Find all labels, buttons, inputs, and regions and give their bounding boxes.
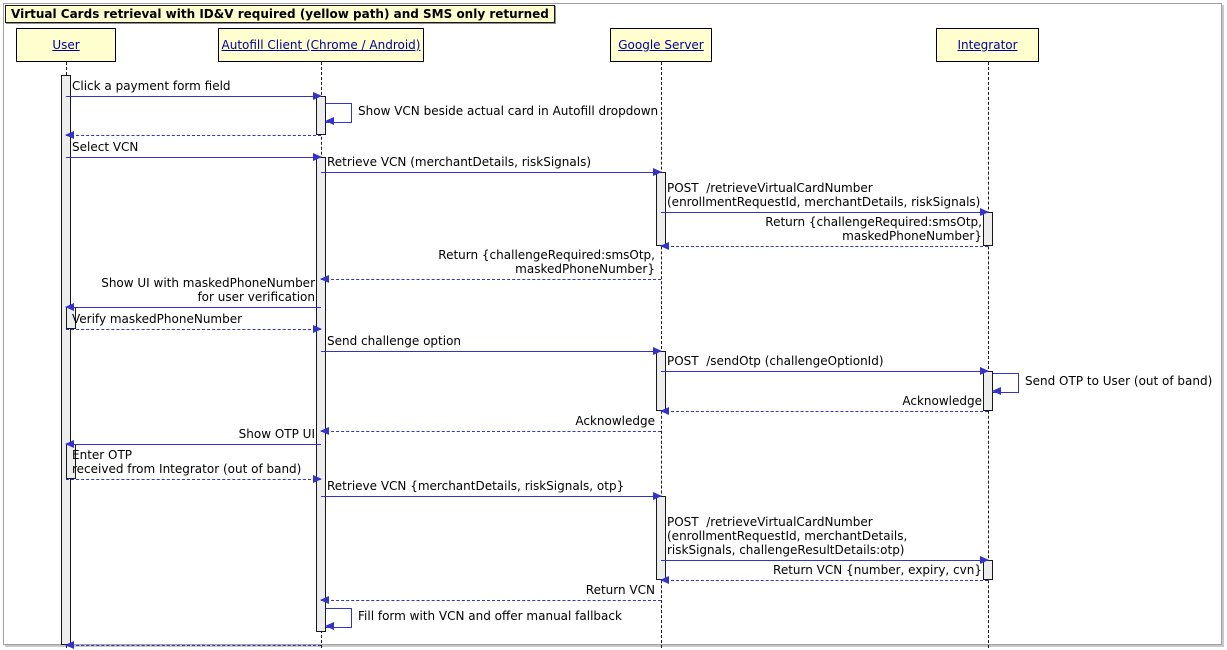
arrowhead-left-icon [660, 407, 669, 415]
arrowhead-right-icon [313, 325, 322, 333]
activation-bar-google [656, 172, 666, 246]
arrowhead-left-icon [325, 117, 334, 125]
message-label: Return {challengeRequired:smsOtp, masked… [765, 215, 982, 243]
activation-bar-user [61, 75, 71, 645]
message-label: Show UI with maskedPhoneNumber for user … [101, 276, 315, 304]
arrowhead-right-icon [980, 367, 989, 375]
message-label: Verify maskedPhoneNumber [72, 312, 243, 326]
arrowhead-right-icon [313, 475, 322, 483]
message-line [661, 212, 988, 213]
arrowhead-left-icon [65, 440, 74, 448]
diagram-title: Virtual Cards retrieval with ID&V requir… [5, 5, 555, 23]
arrowhead-right-icon [313, 92, 322, 100]
message-line [661, 560, 988, 561]
arrowhead-right-icon [980, 208, 989, 216]
message-label: Retrieve VCN (merchantDetails, riskSigna… [327, 155, 591, 169]
arrowhead-left-icon [65, 131, 74, 139]
message-line [66, 329, 321, 330]
message-line [66, 135, 321, 136]
message-label: Send OTP to User (out of band) [1025, 374, 1213, 388]
message-label: Retrieve VCN {merchantDetails, riskSigna… [327, 479, 625, 493]
participant-label: Autofill Client (Chrome / Android) [221, 38, 421, 52]
arrowhead-left-icon [325, 622, 334, 630]
self-message-loop-icon [326, 608, 352, 628]
arrowhead-right-icon [313, 153, 322, 161]
arrowhead-left-icon [65, 303, 74, 311]
participant-label: User [52, 38, 80, 52]
message-label: Acknowledge [902, 394, 982, 408]
message-label: POST /retrieveVirtualCardNumber (enrollm… [667, 515, 908, 557]
activation-bar-autofill [316, 96, 326, 135]
participant-label: Integrator [957, 38, 1018, 52]
message-line [66, 645, 321, 646]
self-message-loop-icon [993, 373, 1019, 393]
activation-bar-google [656, 496, 666, 580]
participant-user[interactable]: User [16, 28, 116, 62]
message-line [321, 279, 661, 280]
message-line [661, 371, 988, 372]
participant-integrator[interactable]: Integrator [936, 28, 1039, 62]
activation-bar-google [656, 351, 666, 411]
message-line [66, 444, 321, 445]
message-label: Acknowledge [575, 414, 655, 428]
self-message-loop-icon [326, 103, 352, 123]
message-line [661, 246, 988, 247]
activation-bar-integrator [983, 212, 993, 246]
message-label: Fill form with VCN and offer manual fall… [358, 609, 622, 623]
arrowhead-left-icon [65, 641, 74, 649]
message-line [321, 600, 661, 601]
message-line [321, 496, 661, 497]
arrowhead-left-icon [320, 275, 329, 283]
message-line [321, 351, 661, 352]
arrowhead-left-icon [320, 596, 329, 604]
message-line [66, 307, 321, 308]
arrowhead-left-icon [320, 427, 329, 435]
diagram-title-text: Virtual Cards retrieval with ID&V requir… [11, 7, 549, 21]
message-label: Return VCN {number, expiry, cvn} [773, 563, 982, 577]
message-label: Click a payment form field [72, 79, 231, 93]
participant-label: Google Server [618, 38, 704, 52]
message-label: Show VCN beside actual card in Autofill … [358, 104, 659, 118]
message-label: Return VCN [585, 583, 655, 597]
message-label: POST /retrieveVirtualCardNumber (enrollm… [667, 181, 981, 209]
arrowhead-right-icon [653, 168, 662, 176]
message-line [66, 96, 321, 97]
message-line [321, 172, 661, 173]
message-label: Select VCN [72, 140, 139, 154]
lifeline-integrator [988, 62, 989, 648]
participant-google[interactable]: Google Server [610, 28, 712, 62]
message-line [66, 157, 321, 158]
arrowhead-right-icon [980, 556, 989, 564]
arrowhead-left-icon [660, 242, 669, 250]
participant-autofill[interactable]: Autofill Client (Chrome / Android) [218, 28, 424, 62]
message-label: Return {challengeRequired:smsOtp, masked… [438, 248, 655, 276]
arrowhead-right-icon [653, 347, 662, 355]
message-line [66, 479, 321, 480]
arrowhead-left-icon [660, 576, 669, 584]
activation-bar-autofill [316, 157, 326, 632]
arrowhead-left-icon [992, 387, 1001, 395]
message-line [661, 580, 988, 581]
message-label: Show OTP UI [238, 427, 315, 441]
message-line [661, 411, 988, 412]
arrowhead-right-icon [653, 492, 662, 500]
message-label: Send challenge option [327, 334, 462, 348]
message-line [321, 431, 661, 432]
message-label: Enter OTP received from Integrator (out … [72, 448, 302, 476]
message-label: POST /sendOtp (challengeOptionId) [667, 354, 884, 368]
